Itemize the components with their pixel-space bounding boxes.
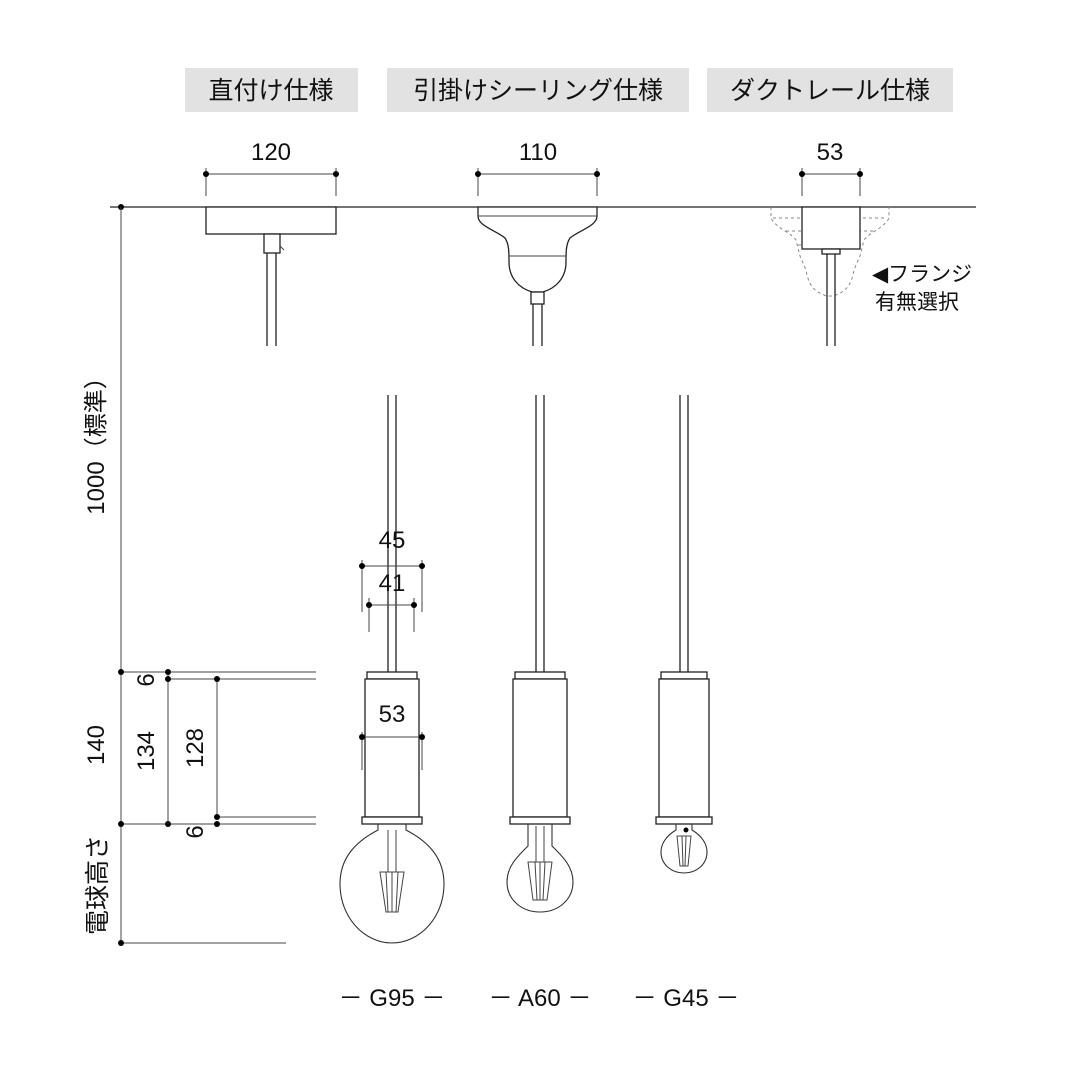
g95-socket-cap <box>366 671 418 680</box>
g95-socket-body <box>364 678 420 818</box>
g95-filament-line <box>385 871 389 913</box>
dim-dot <box>359 734 365 740</box>
a60-filament-line <box>542 861 546 901</box>
dim-inner-height: 128 <box>182 728 209 768</box>
dim-dot <box>366 602 372 608</box>
ceiling-rose-canopy <box>477 206 598 293</box>
dim-dot <box>799 171 805 177</box>
g45-bulb-glass <box>660 824 708 874</box>
header-direct-box <box>185 68 358 112</box>
a60-socket-cap <box>514 671 566 680</box>
header-direct: 直付け仕様 <box>208 76 333 105</box>
dim-dot <box>475 171 481 177</box>
dim-dot <box>419 734 425 740</box>
dim-socket-outer: 45 <box>379 527 406 554</box>
flange-note-line1: ◀フランジ <box>872 262 972 286</box>
dim-dot <box>165 676 171 682</box>
duct-flange-outline <box>770 207 890 297</box>
dim-dot <box>118 821 124 827</box>
g45-socket-body <box>658 678 710 818</box>
dim-body-height: 134 <box>133 731 160 771</box>
dim-dot <box>333 171 339 177</box>
direct-cord-grip <box>263 233 281 254</box>
dim-bulb-height: 電球高さ <box>83 835 112 935</box>
bulb-label-g95: － G95 － <box>339 985 446 1012</box>
dim-dot <box>411 602 417 608</box>
dim-dot <box>594 171 600 177</box>
a60-bulb-glass <box>506 824 574 913</box>
g95-filament-line <box>395 871 399 913</box>
duct-plug-neck <box>821 248 841 255</box>
duct-plug-body <box>801 206 861 250</box>
header-duct-box <box>707 68 953 112</box>
bulb-label-g45: － G45 － <box>633 985 740 1012</box>
dim-dot <box>118 669 124 675</box>
flange-note-line2: 有無選択 <box>875 290 959 314</box>
g45-stem-dot <box>683 827 689 833</box>
ceiling-rose-bushing <box>530 291 545 305</box>
dim-dot <box>857 171 863 177</box>
dim-socket-inner: 41 <box>379 570 406 597</box>
a60-socket-body <box>512 678 568 818</box>
g45-filament <box>676 835 692 867</box>
header-ceiling: 引掛けシーリング仕様 <box>413 76 663 105</box>
dim-bottom-gap: 6 <box>182 825 209 838</box>
direct-screw <box>279 245 285 251</box>
header-duct: ダクトレール仕様 <box>730 76 930 105</box>
bulb-label-a60: － A60 － <box>489 985 592 1012</box>
dim-top-gap: 6 <box>133 673 160 686</box>
g45-socket-ring <box>655 816 713 825</box>
dim-dot <box>203 171 209 177</box>
g45-socket-cap <box>660 671 708 680</box>
dim-dot <box>359 563 365 569</box>
a60-socket-ring <box>509 816 571 825</box>
a60-filament-line <box>534 861 538 901</box>
g95-bulb-glass <box>339 824 445 944</box>
dim-duct-width: 53 <box>817 139 844 166</box>
dim-direct-width: 120 <box>251 139 291 166</box>
dim-ceiling-width: 110 <box>519 139 557 166</box>
dim-cord-length: 1000（標準） <box>83 365 110 514</box>
direct-canopy <box>205 206 337 235</box>
dim-dot <box>165 669 171 675</box>
g45-filament-line <box>681 835 684 867</box>
dim-dot <box>118 940 124 946</box>
dim-dot <box>214 814 220 820</box>
dim-dot <box>419 563 425 569</box>
header-ceiling-box <box>387 68 689 112</box>
g45-filament-line <box>684 835 687 867</box>
dim-dot <box>214 821 220 827</box>
g95-socket-ring <box>361 816 423 825</box>
dim-total-height: 140 <box>83 725 110 765</box>
dim-socket-body: 53 <box>379 701 406 728</box>
dim-dot <box>165 821 171 827</box>
dim-dot <box>214 676 220 682</box>
